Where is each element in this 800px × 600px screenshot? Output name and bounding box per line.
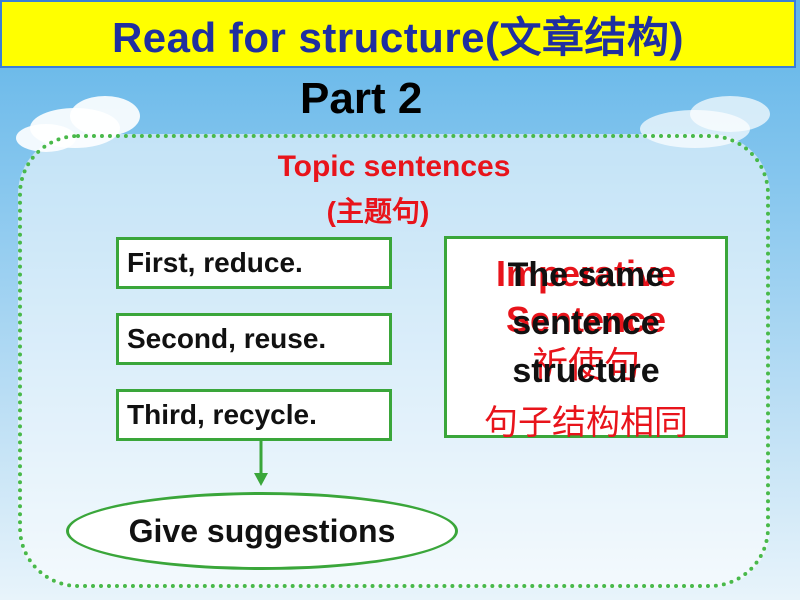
- note-red-line: Sentence: [505, 299, 667, 340]
- step-box-second: Second, reuse.: [116, 313, 392, 365]
- slide-title-bar: Read for structure(文章结构): [0, 0, 796, 68]
- step-box-first: First, reduce.: [116, 237, 392, 289]
- same-structure-label: The same sentence structure: [447, 251, 725, 395]
- topic-sentences-chinese: (主题句): [326, 196, 430, 227]
- sentence-structure-note: Imperative Sentence 祈使句 The same sentenc…: [444, 236, 728, 443]
- topic-sentences-label: Topic sentences: [277, 150, 511, 183]
- same-structure-chinese: 句子结构相同: [484, 403, 688, 443]
- note-black-line: structure: [512, 352, 660, 390]
- step-text: First, reduce.: [127, 247, 303, 278]
- give-suggestions-oval: Give suggestions: [66, 492, 458, 570]
- conclusion-text: Give suggestions: [128, 512, 396, 549]
- step-text: Third, recycle.: [127, 399, 317, 430]
- step-box-third: Third, recycle.: [116, 389, 392, 441]
- arrow-down-icon: [254, 441, 268, 486]
- imperative-sentence-label: Imperative Sentence 祈使句: [447, 251, 725, 389]
- part-heading: Part 2: [300, 74, 423, 123]
- cloud: [690, 96, 770, 132]
- note-red-line: 祈使句: [531, 345, 640, 386]
- step-text: Second, reuse.: [127, 323, 327, 354]
- note-black-line: The same: [507, 256, 665, 294]
- note-red-line: Imperative: [495, 253, 677, 294]
- slide-title: Read for structure(文章结构): [111, 13, 685, 61]
- note-black-line: sentence: [512, 304, 660, 342]
- cloud: [70, 96, 140, 136]
